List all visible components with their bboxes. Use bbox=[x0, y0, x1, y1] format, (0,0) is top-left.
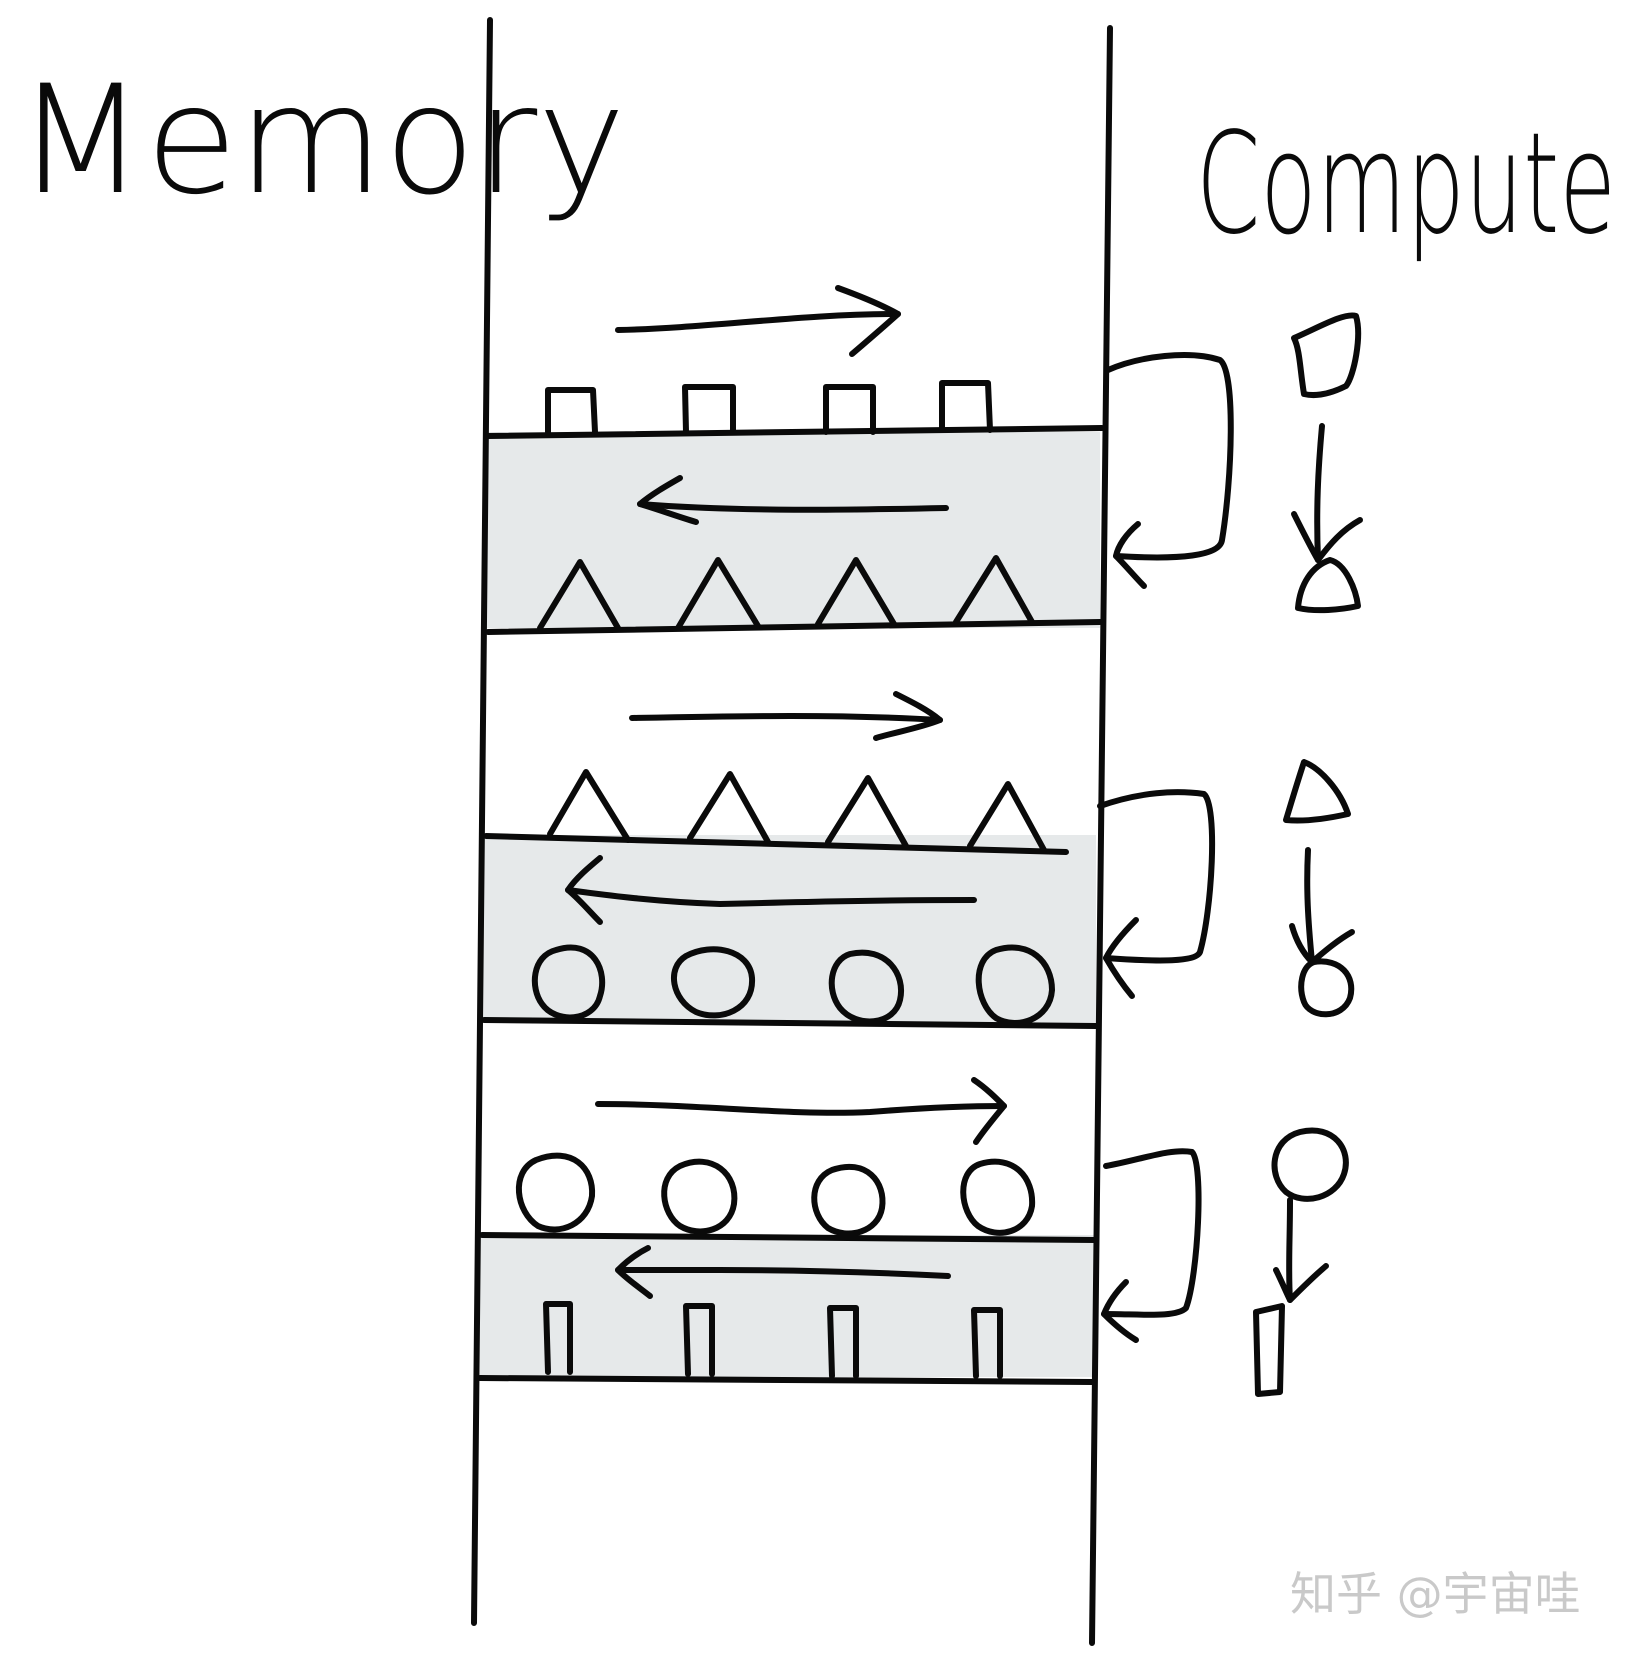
compute-transform-triangle-to-circle bbox=[1283, 759, 1355, 1018]
memory-band-shaded-2 bbox=[482, 835, 1096, 1023]
memory-circle-item bbox=[960, 1158, 1036, 1236]
memory-circle-item bbox=[661, 1158, 738, 1235]
memory-rectangle-item bbox=[823, 384, 876, 435]
memory-triangle-item bbox=[675, 557, 761, 631]
memory-divider-3 bbox=[483, 833, 1069, 855]
compute-transform-rectangle-to-triangle bbox=[1291, 312, 1363, 614]
memory-rectangle-item bbox=[682, 384, 736, 435]
memory-divider-6 bbox=[477, 1375, 1095, 1385]
memory-left-rail bbox=[471, 17, 493, 1626]
memory-triangle-item bbox=[967, 781, 1047, 853]
memory-triangle-item bbox=[547, 769, 631, 843]
memory-divider-4 bbox=[481, 1017, 1099, 1029]
compute-loop-arrow bbox=[1105, 352, 1234, 589]
memory-circle-item bbox=[975, 944, 1055, 1026]
memory-circle-item bbox=[516, 1152, 596, 1233]
memory-triangle-item bbox=[815, 557, 897, 627]
memory-triangle-item bbox=[825, 775, 909, 849]
memory-bar-item bbox=[827, 1305, 859, 1379]
memory-right-rail bbox=[1089, 25, 1113, 1646]
memory-divider-5 bbox=[479, 1232, 1099, 1243]
watermark-text: 知乎 @宇宙哇 bbox=[1290, 1567, 1581, 1621]
flow-arrow-right bbox=[615, 285, 901, 357]
memory-circle-item bbox=[531, 944, 606, 1021]
compute-loop-arrow bbox=[1097, 789, 1216, 999]
flow-arrow-right bbox=[629, 691, 943, 741]
memory-circle-item bbox=[670, 946, 756, 1019]
memory-triangle-item bbox=[953, 555, 1035, 625]
flow-arrow-left bbox=[615, 1245, 951, 1299]
memory-circle-item bbox=[811, 1163, 886, 1237]
compute-label: Compute bbox=[1196, 103, 1616, 266]
memory-triangle-item bbox=[537, 559, 621, 631]
memory-band-shaded-3 bbox=[480, 1235, 1094, 1377]
memory-rectangle-item bbox=[545, 387, 598, 435]
memory-bar-item bbox=[543, 1301, 573, 1375]
flow-arrow-left bbox=[565, 855, 977, 925]
memory-bar-item bbox=[683, 1303, 715, 1377]
flow-arrow-right bbox=[595, 1077, 1007, 1145]
memory-bar-item bbox=[971, 1307, 1003, 1379]
memory-triangle-item bbox=[687, 771, 771, 845]
compute-loop-arrow bbox=[1101, 1148, 1202, 1343]
flow-arrow-left bbox=[637, 475, 949, 525]
memory-band-shaded-1 bbox=[486, 432, 1100, 628]
memory-label: Memory bbox=[16, 54, 626, 228]
memory-circle-item bbox=[828, 949, 905, 1025]
memory-divider-2 bbox=[485, 619, 1103, 635]
memory-rectangle-item bbox=[939, 380, 993, 433]
compute-transform-circle-to-bar bbox=[1253, 1127, 1349, 1397]
memory-divider-1 bbox=[485, 425, 1105, 439]
